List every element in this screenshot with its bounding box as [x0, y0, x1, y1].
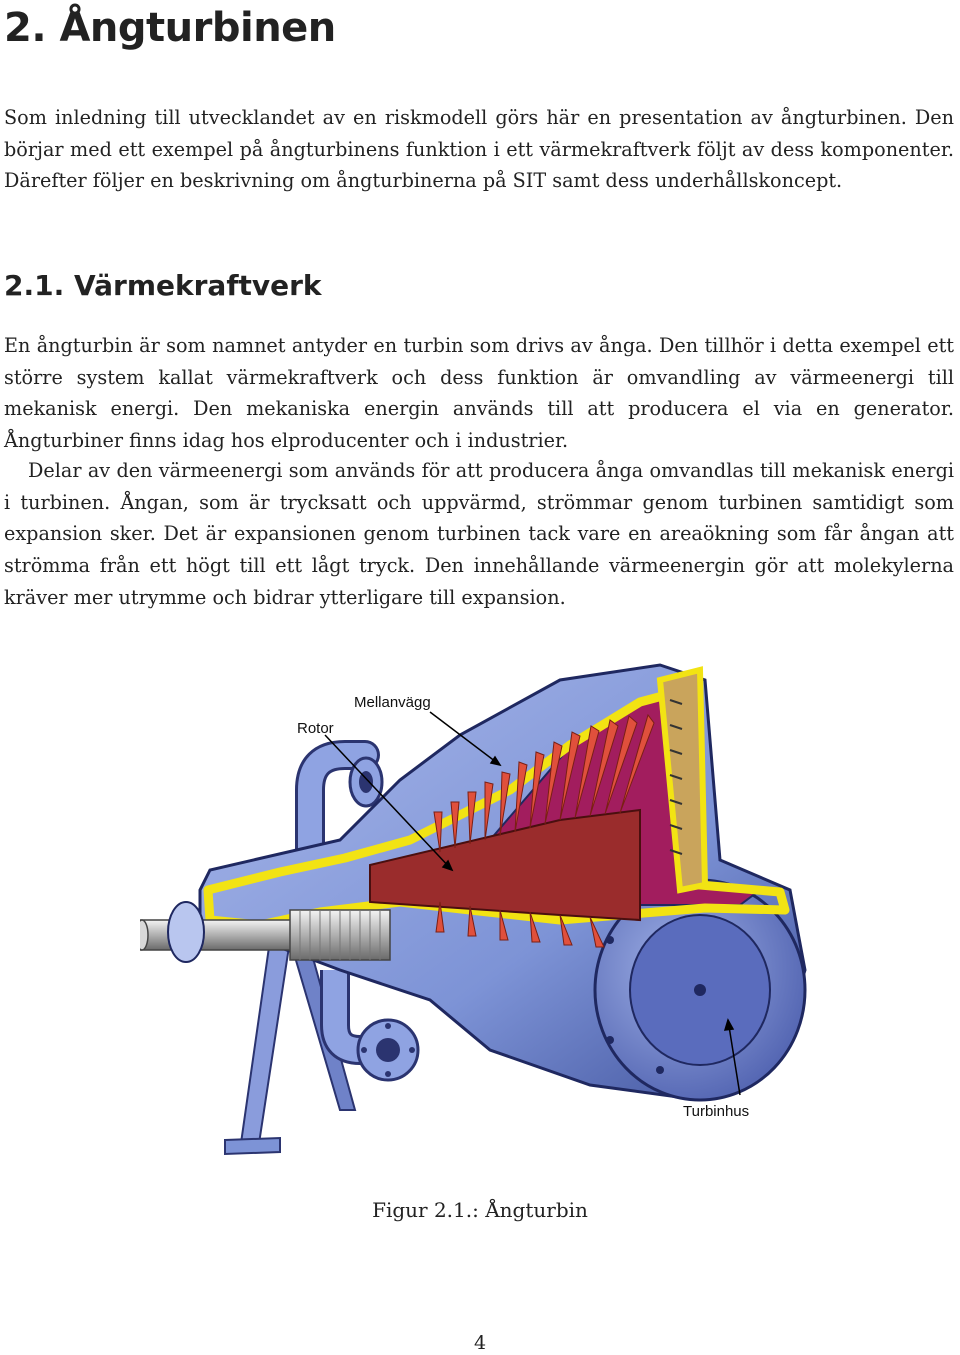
chapter-title: 2. Ångturbinen — [4, 5, 336, 51]
outlet-pipe — [320, 970, 420, 1082]
intro-paragraph: Som inledning till utvecklandet av en ri… — [4, 106, 954, 193]
body-paragraph: Delar av den värmeenergi som används för… — [4, 459, 954, 609]
page-number: 4 — [473, 1332, 487, 1354]
steam-turbine-figure — [140, 640, 820, 1160]
turbine-blades — [433, 713, 655, 948]
label-arrows — [324, 711, 741, 1096]
label-rotor: Rotor — [297, 720, 334, 737]
inlet-pipe — [295, 740, 384, 895]
exhaust-ring — [593, 878, 807, 1102]
figure-caption: Figur 2.1.: Ångturbin — [372, 1198, 588, 1222]
body-paragraph: En ångturbin är som namnet antyder en tu… — [4, 334, 954, 453]
section-title: 2.1. Värmekraftverk — [4, 269, 322, 302]
intermediate-wall — [656, 666, 709, 894]
label-mellanvagg: Mellanvägg — [354, 694, 431, 711]
rotor-shaft — [140, 901, 391, 963]
label-turbinhus: Turbinhus — [683, 1103, 750, 1120]
steam-turbine-illustration — [140, 663, 807, 1156]
